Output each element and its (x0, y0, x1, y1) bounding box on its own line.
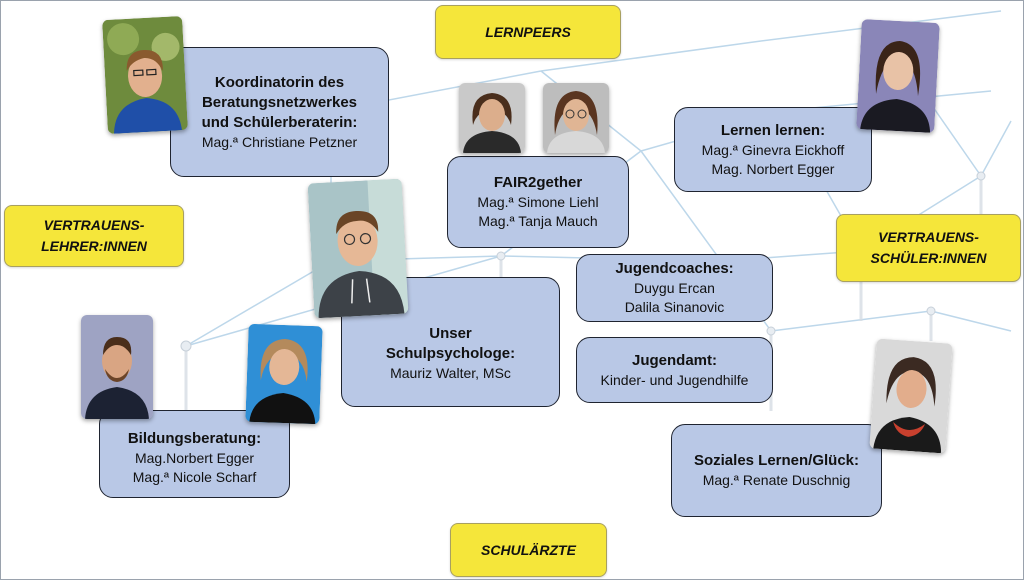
box-fair2gether: FAIR2gether Mag.ª Simone Liehl Mag.ª Tan… (447, 156, 629, 248)
photo-mauriz-walter (307, 178, 409, 319)
photo-tanja-mauch (543, 83, 609, 153)
photo-christiane-petzner (102, 15, 188, 135)
photo-renate-duschnig (869, 338, 953, 454)
box-koordinatorin: Koordinatorin des Beratungsnetzwerkes un… (170, 47, 389, 177)
box-soziales-lernen: Soziales Lernen/Glück: Mag.ª Renate Dusc… (671, 424, 882, 517)
photo-simone-liehl (459, 83, 525, 153)
label-lernpeers: LERNPEERS (435, 5, 621, 59)
label-schulaerzte: SCHULÄRZTE (450, 523, 607, 577)
box-bildungsberatung: Bildungsberatung: Mag.Norbert Egger Mag.… (99, 410, 290, 498)
photo-norbert-egger (81, 315, 153, 419)
label-vertrauenslehrer: VERTRAUENS- LEHRER:INNEN (4, 205, 184, 267)
box-jugendcoaches: Jugendcoaches: Duygu Ercan Dalila Sinano… (576, 254, 773, 322)
label-vertrauensschueler: VERTRAUENS- SCHÜLER:INNEN (836, 214, 1021, 282)
photo-ginevra-eickhoff (856, 19, 940, 133)
photo-nicole-scharf (245, 323, 323, 425)
box-lernen-lernen: Lernen lernen: Mag.ª Ginevra Eickhoff Ma… (674, 107, 872, 192)
box-jugendamt: Jugendamt: Kinder- und Jugendhilfe (576, 337, 773, 403)
